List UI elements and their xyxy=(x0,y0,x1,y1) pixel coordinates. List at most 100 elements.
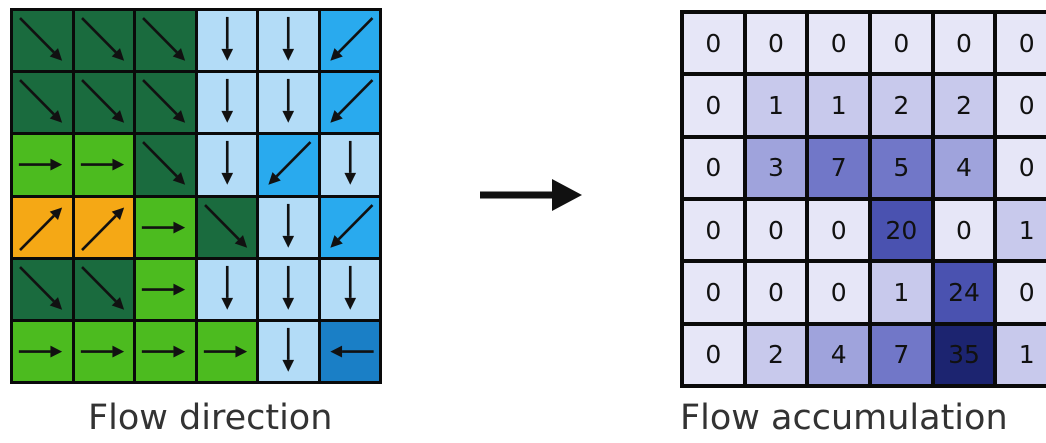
flow-accumulation-cell: 0 xyxy=(684,263,743,322)
flow-accumulation-cell: 3 xyxy=(746,138,806,197)
flow-direction-cell xyxy=(259,197,318,257)
flow-direction-cell xyxy=(74,259,133,319)
flow-accumulation-cell: 7 xyxy=(872,325,931,384)
flow-direction-cell xyxy=(259,259,318,319)
flow-accumulation-cell: 1 xyxy=(872,263,931,322)
arrow-down-right-icon xyxy=(142,79,186,123)
flow-accumulation-cell: 0 xyxy=(684,200,743,260)
flow-direction-cell xyxy=(259,321,318,381)
flow-accumulation-cell: 1 xyxy=(997,325,1046,384)
flow-direction-caption: Flow direction xyxy=(88,398,333,438)
arrow-left-icon xyxy=(329,345,374,358)
arrow-down-icon xyxy=(282,327,295,372)
arrow-right-icon xyxy=(18,345,63,358)
arrow-up-right-icon xyxy=(19,206,63,251)
flow-direction-cell xyxy=(74,135,133,195)
flow-direction-cell xyxy=(136,135,195,195)
flow-accumulation-cell: 0 xyxy=(684,138,743,197)
arrow-down-left-icon xyxy=(329,79,373,123)
arrow-down-right-icon xyxy=(80,17,124,61)
flow-accumulation-cell: 4 xyxy=(809,325,868,384)
arrow-down-right-icon xyxy=(19,17,63,61)
flow-direction-cell xyxy=(259,11,318,71)
flow-accumulation-cell: 0 xyxy=(934,200,994,260)
flow-accumulation-cell: 0 xyxy=(934,14,994,73)
arrow-right-icon xyxy=(141,283,186,296)
flow-accumulation-cell: 1 xyxy=(809,76,868,135)
arrow-down-icon xyxy=(282,79,295,123)
flow-accumulation-cell: 0 xyxy=(809,14,868,73)
flow-accumulation-cell: 0 xyxy=(746,14,806,73)
flow-direction-cell xyxy=(74,73,133,133)
flow-accumulation-cell: 0 xyxy=(872,14,931,73)
flow-direction-cell xyxy=(197,11,256,71)
flow-accumulation-cell: 1 xyxy=(746,76,806,135)
flow-accumulation-cell: 0 xyxy=(997,138,1046,197)
flow-direction-cell xyxy=(13,259,72,319)
flow-accumulation-cell: 2 xyxy=(934,76,994,135)
flow-accumulation-cell: 0 xyxy=(684,14,743,73)
flow-direction-cell xyxy=(136,73,195,133)
flow-accumulation-cell: 7 xyxy=(809,138,868,197)
arrow-down-right-icon xyxy=(142,17,186,61)
arrow-down-icon xyxy=(220,79,233,123)
flow-direction-cell xyxy=(13,321,72,381)
flow-direction-cell xyxy=(197,321,256,381)
arrow-down-icon xyxy=(282,265,295,310)
arrow-down-left-icon xyxy=(329,17,373,61)
flow-accumulation-cell: 0 xyxy=(684,76,743,135)
arrow-down-right-icon xyxy=(142,141,186,186)
flow-accumulation-cell: 0 xyxy=(809,200,868,260)
flow-accumulation-cell: 2 xyxy=(872,76,931,135)
flow-direction-cell xyxy=(197,197,256,257)
flow-direction-cell xyxy=(74,11,133,71)
flow-accumulation-cell: 35 xyxy=(934,325,994,384)
arrow-down-icon xyxy=(282,16,295,61)
flow-direction-cell xyxy=(197,259,256,319)
arrow-down-right-icon xyxy=(203,203,247,248)
flow-direction-cell xyxy=(320,11,379,71)
arrow-down-icon xyxy=(220,265,233,310)
arrow-right-icon xyxy=(18,158,63,171)
flow-direction-cell xyxy=(13,135,72,195)
arrow-right-icon xyxy=(80,345,124,358)
flow-direction-cell xyxy=(136,259,195,319)
flow-direction-cell xyxy=(259,135,318,195)
flow-accumulation-cell: 0 xyxy=(746,200,806,260)
arrow-right-icon xyxy=(141,221,186,233)
flow-direction-cell xyxy=(320,259,379,319)
flow-direction-cell xyxy=(74,321,133,381)
flow-direction-cell xyxy=(74,197,133,257)
flow-accumulation-cell: 20 xyxy=(872,200,931,260)
right-arrow-icon xyxy=(480,179,582,211)
arrow-down-icon xyxy=(282,203,295,248)
flow-accumulation-cell: 4 xyxy=(934,138,994,197)
flow-direction-cell xyxy=(197,73,256,133)
flow-direction-cell xyxy=(320,321,379,381)
flow-accumulation-cell: 1 xyxy=(997,200,1046,260)
flow-direction-cell xyxy=(13,73,72,133)
arrow-up-right-icon xyxy=(80,206,124,251)
arrow-down-left-icon xyxy=(268,141,312,186)
flow-accumulation-cell: 24 xyxy=(934,263,994,322)
arrow-right-icon xyxy=(80,158,124,171)
flow-direction-cell xyxy=(259,73,318,133)
flow-direction-grid xyxy=(10,8,382,384)
arrow-down-right-icon xyxy=(80,79,124,123)
flow-direction-cell xyxy=(136,197,195,257)
arrow-down-right-icon xyxy=(19,79,63,123)
arrow-right-icon xyxy=(203,345,247,358)
arrow-down-icon xyxy=(220,141,233,186)
flow-accumulation-cell: 0 xyxy=(746,263,806,322)
arrow-down-right-icon xyxy=(80,265,124,310)
arrow-right-icon xyxy=(141,345,186,358)
arrow-down-icon xyxy=(343,141,356,186)
arrow-down-left-icon xyxy=(329,203,373,248)
flow-direction-cell xyxy=(320,197,379,257)
flow-direction-cell xyxy=(136,11,195,71)
flow-direction-cell xyxy=(136,321,195,381)
flow-direction-cell xyxy=(197,135,256,195)
flow-accumulation-cell: 0 xyxy=(684,325,743,384)
arrow-down-right-icon xyxy=(19,265,63,310)
